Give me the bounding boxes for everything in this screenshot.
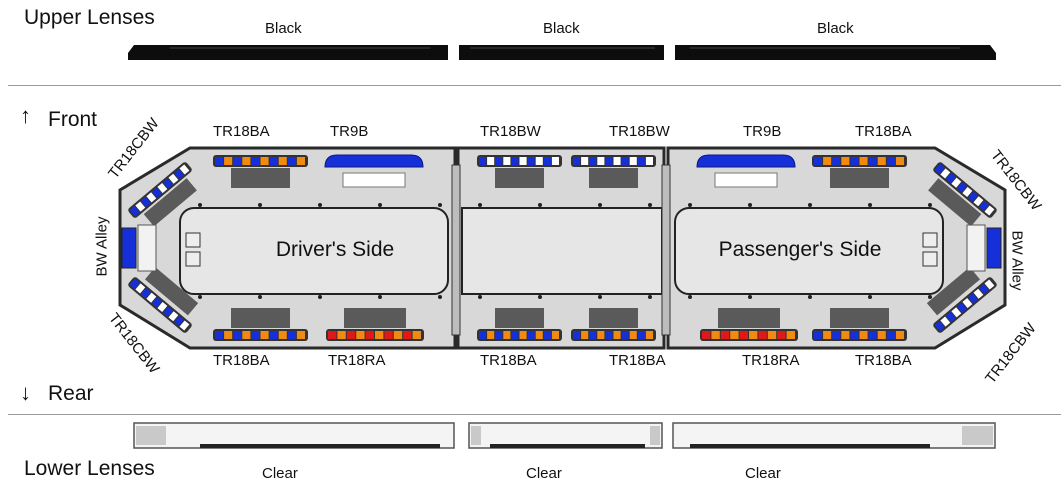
rear-label: Rear: [48, 382, 94, 405]
module-label-front-1: TR18BA: [213, 123, 270, 140]
upper-divider: [8, 85, 1061, 86]
corner-module-right-bottom: [926, 267, 997, 333]
module-front-4: [571, 155, 656, 167]
front-label: Front: [48, 108, 98, 131]
lower-lens-left: [133, 422, 455, 449]
module-label-front-2: TR9B: [330, 123, 369, 140]
module-front-5: [696, 154, 796, 188]
upper-lens-label-left: Black: [265, 20, 302, 37]
module-rear-1: [213, 329, 308, 341]
module-rear-6: [812, 329, 907, 341]
corner-module-right-top-lens: [933, 162, 997, 218]
lower-lens-center: [468, 422, 663, 449]
module-front-6: [812, 155, 907, 167]
lower-divider: [8, 414, 1061, 415]
corner-module-left-bottom: [128, 267, 199, 333]
module-rear-3: [477, 329, 562, 341]
module-label-rear-2: TR18RA: [328, 352, 386, 369]
module-label-rear-6: TR18BA: [855, 352, 912, 369]
center-tray: [461, 207, 663, 295]
lower-lens-label-left: Clear: [262, 465, 298, 482]
upper-lenses-title: Upper Lenses: [24, 6, 155, 29]
corner-module-right-bottom-lens: [933, 277, 997, 333]
module-label-rear-4: TR18BA: [609, 352, 666, 369]
passenger-side-label: Passenger's Side: [719, 238, 882, 261]
lower-lens-right: [672, 422, 996, 449]
passenger-tray: [674, 207, 944, 295]
upper-lens-left: [128, 45, 448, 60]
corner-module-right-top: [928, 162, 997, 227]
driver-tray: [179, 207, 449, 295]
end-label-right: BW Alley: [1008, 230, 1026, 291]
module-label-front-5: TR9B: [743, 123, 782, 140]
module-label-rear-5: TR18RA: [742, 352, 800, 369]
module-label-front-6: TR18BA: [855, 123, 912, 140]
module-label-rear-3: TR18BA: [480, 352, 537, 369]
driver-side-label: Driver's Side: [276, 238, 394, 261]
corner-module-left-top-lens: [128, 162, 192, 218]
end-label-left: BW Alley: [93, 216, 111, 277]
module-label-front-4: TR18BW: [609, 123, 670, 140]
module-rear-5: [700, 329, 798, 341]
module-front-2: [324, 154, 424, 188]
lower-lens-label-right: Clear: [745, 465, 781, 482]
lower-lens-label-center: Clear: [526, 465, 562, 482]
corner-module-left-bottom-lens: [128, 277, 192, 333]
upper-lens-label-right: Black: [817, 20, 854, 37]
module-front-3: [477, 155, 562, 167]
module-rear-4: [571, 329, 656, 341]
right-alley-light: [966, 224, 1002, 272]
lower-lenses-title: Lower Lenses: [24, 457, 155, 480]
up-arrow-icon: ↑: [20, 103, 31, 128]
upper-lens-label-center: Black: [543, 20, 580, 37]
module-label-rear-1: TR18BA: [213, 352, 270, 369]
module-rear-2: [326, 329, 424, 341]
corner-module-left-top: [128, 162, 197, 227]
module-label-front-3: TR18BW: [480, 123, 541, 140]
left-alley-light: [121, 224, 157, 272]
module-front-1: [213, 155, 308, 167]
upper-lens-right: [675, 45, 996, 60]
down-arrow-icon: ↓: [20, 380, 31, 405]
upper-lens-center: [459, 45, 664, 60]
